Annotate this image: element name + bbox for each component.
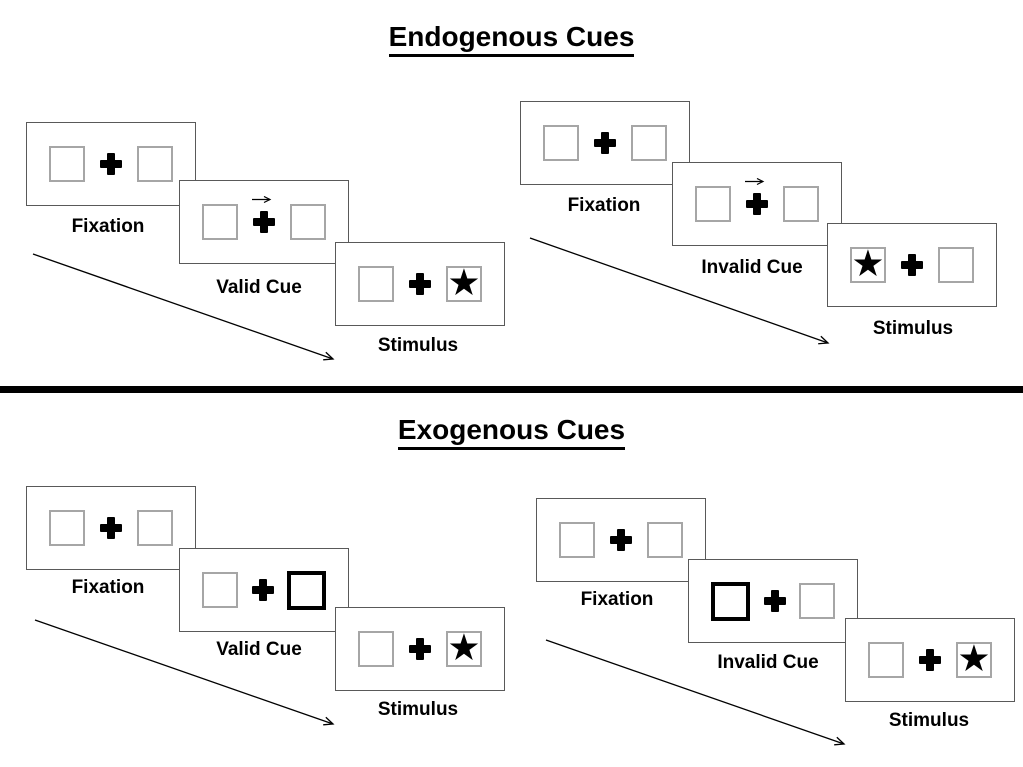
placeholder-box (137, 510, 173, 546)
star-icon: ★ (447, 626, 481, 669)
placeholder-box (358, 631, 394, 667)
fixation-card (520, 101, 690, 185)
step-label: Fixation (580, 589, 654, 610)
sequence-arrow (529, 237, 830, 345)
placeholder-box (358, 266, 394, 302)
sequence-arrow (32, 253, 335, 361)
placeholder-box (799, 583, 835, 619)
stimulus-box: ★ (956, 637, 992, 680)
star-icon: ★ (957, 637, 991, 680)
placeholder-box (137, 146, 173, 182)
fixation-cross-icon (901, 254, 923, 276)
endogenous-section-header: Endogenous Cues (0, 21, 1023, 57)
placeholder-box (559, 522, 595, 558)
star-icon: ★ (851, 242, 885, 285)
step-label: Stimulus (872, 318, 954, 339)
cue-arrow-icon (251, 191, 277, 209)
fixation-cross-icon (610, 529, 632, 551)
placeholder-box (647, 522, 683, 558)
placeholder-box (49, 510, 85, 546)
fixation-card (26, 122, 196, 206)
placeholder-box (783, 186, 819, 222)
cue-box (287, 570, 326, 610)
cue-arrow-icon (744, 173, 770, 191)
fixation-cross-icon (251, 579, 274, 601)
placeholder-box (49, 146, 85, 182)
step-label: Stimulus (888, 710, 970, 731)
fixation-cross-icon (409, 638, 431, 660)
section-divider (0, 386, 1023, 393)
fixation-cross-icon (100, 517, 122, 539)
stimulus-box: ★ (850, 242, 886, 285)
stimulus-card: ★ (335, 242, 505, 326)
step-label: Invalid Cue (701, 257, 803, 278)
cue-box (711, 581, 750, 621)
step-label: Stimulus (377, 335, 459, 356)
cue-card (179, 180, 349, 264)
fixation-cross-icon (253, 211, 275, 233)
fixation-cross-icon (746, 193, 768, 215)
step-label: Invalid Cue (717, 652, 819, 673)
placeholder-box (202, 572, 238, 608)
step-label: Stimulus (377, 699, 459, 720)
fixation-card (26, 486, 196, 570)
placeholder-box (938, 247, 974, 283)
sequence-arrow (34, 619, 335, 726)
cue-card (179, 548, 349, 632)
fixation-cross-icon (409, 273, 431, 295)
step-label: Valid Cue (216, 639, 302, 660)
step-label: Fixation (71, 577, 145, 598)
placeholder-box (695, 186, 731, 222)
stimulus-card: ★ (827, 223, 997, 307)
endogenous-cues-title: Endogenous Cues (388, 21, 635, 57)
sequence-arrow (545, 639, 846, 746)
stimulus-card: ★ (335, 607, 505, 691)
exogenous-cues-title: Exogenous Cues (397, 414, 626, 450)
fixation-cross-icon (763, 590, 786, 612)
fixation-cross-icon (594, 132, 616, 154)
fixation-card (536, 498, 706, 582)
placeholder-box (202, 204, 238, 240)
step-label: Valid Cue (216, 277, 302, 298)
placeholder-box (290, 204, 326, 240)
stimulus-card: ★ (845, 618, 1015, 702)
step-label: Fixation (567, 195, 641, 216)
placeholder-box (868, 642, 904, 678)
cue-card (688, 559, 858, 643)
step-label: Fixation (71, 216, 145, 237)
star-icon: ★ (447, 261, 481, 304)
placeholder-box (631, 125, 667, 161)
exogenous-section-header: Exogenous Cues (0, 414, 1023, 450)
fixation-cross-icon (100, 153, 122, 175)
stimulus-box: ★ (446, 261, 482, 304)
fixation-cross-icon (919, 649, 941, 671)
stimulus-box: ★ (446, 626, 482, 669)
cue-card (672, 162, 842, 246)
placeholder-box (543, 125, 579, 161)
